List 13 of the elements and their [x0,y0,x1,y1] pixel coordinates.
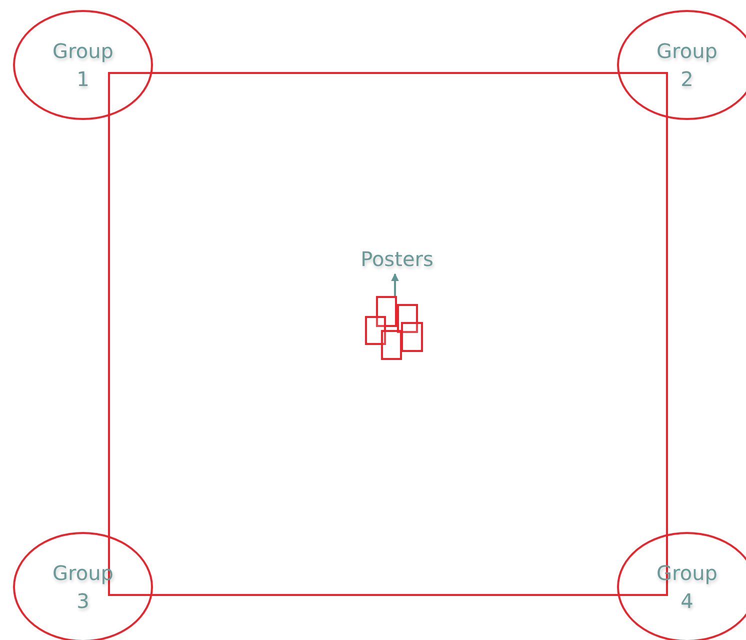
poster-rect [376,296,397,327]
poster-rect [381,330,402,360]
group-label: Group 1 [52,38,114,93]
arrow [391,273,399,296]
poster-rect [365,316,386,345]
group-ellipse [13,10,153,120]
group-label: Group 2 [656,38,718,93]
poster-rect [397,304,418,333]
poster-label: Posters [360,246,434,273]
group-ellipse [617,10,746,120]
poster-rect [401,322,423,352]
group-ellipse [617,532,746,640]
group-ellipse [13,532,153,640]
